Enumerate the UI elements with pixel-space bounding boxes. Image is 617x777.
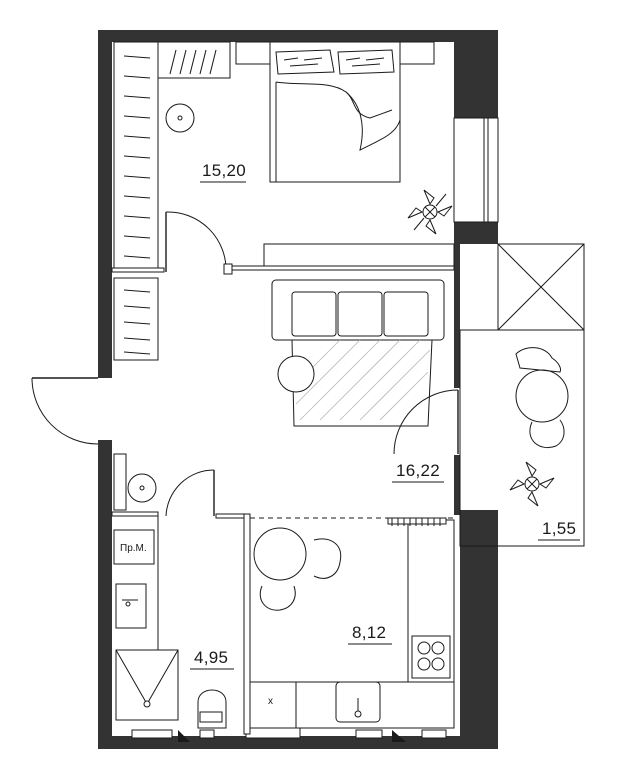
balcony-table [515,369,569,423]
dining-table [253,527,307,581]
wardrobe [113,41,159,269]
bathroom-door [165,469,215,517]
wash-basin [115,583,147,629]
stove [411,635,451,679]
kitchen [249,517,455,729]
bedroom-door [165,211,233,275]
dining-chair-right [313,538,342,579]
balcony-area-label: 1,55 [542,519,576,538]
bedroom [113,41,455,275]
balcony-door [393,389,459,455]
sofa [271,279,445,341]
rug [291,339,433,427]
hall-cabinet [113,453,127,511]
bedroom-area-label: 15,20 [202,161,246,180]
hall-closet [113,277,159,361]
living-area-label: 16,22 [396,461,440,480]
bedroom-window [453,117,499,223]
wardrobe-hangers [123,55,151,259]
bathroom [113,453,227,729]
bathroom-area-label: 4,95 [194,648,228,667]
nightstand-left [235,41,271,65]
toilet [197,689,227,729]
outer-walls [98,30,498,749]
balcony-plant [509,461,555,507]
coffee-table [277,355,315,393]
bedroom-bench [263,243,455,267]
shower-tray [115,649,179,721]
toilet-mark: x [268,696,273,707]
entry-door [31,377,99,445]
balcony [459,243,585,547]
dining-chair-bottom [259,585,296,611]
bottom-wall-details [131,727,447,742]
utility-box [113,529,155,565]
living-room [31,277,459,455]
radiator-fins [391,518,441,526]
balcony-chair-top [515,347,561,373]
nightstand-right [399,41,435,65]
pillows [275,49,395,75]
utility-label: Пр.М. [120,543,147,554]
balcony-chair-bottom [529,419,565,448]
kitchen-area-label: 8,12 [352,623,386,642]
bedroom-plant [407,189,453,235]
kitchen-sink [335,681,381,723]
